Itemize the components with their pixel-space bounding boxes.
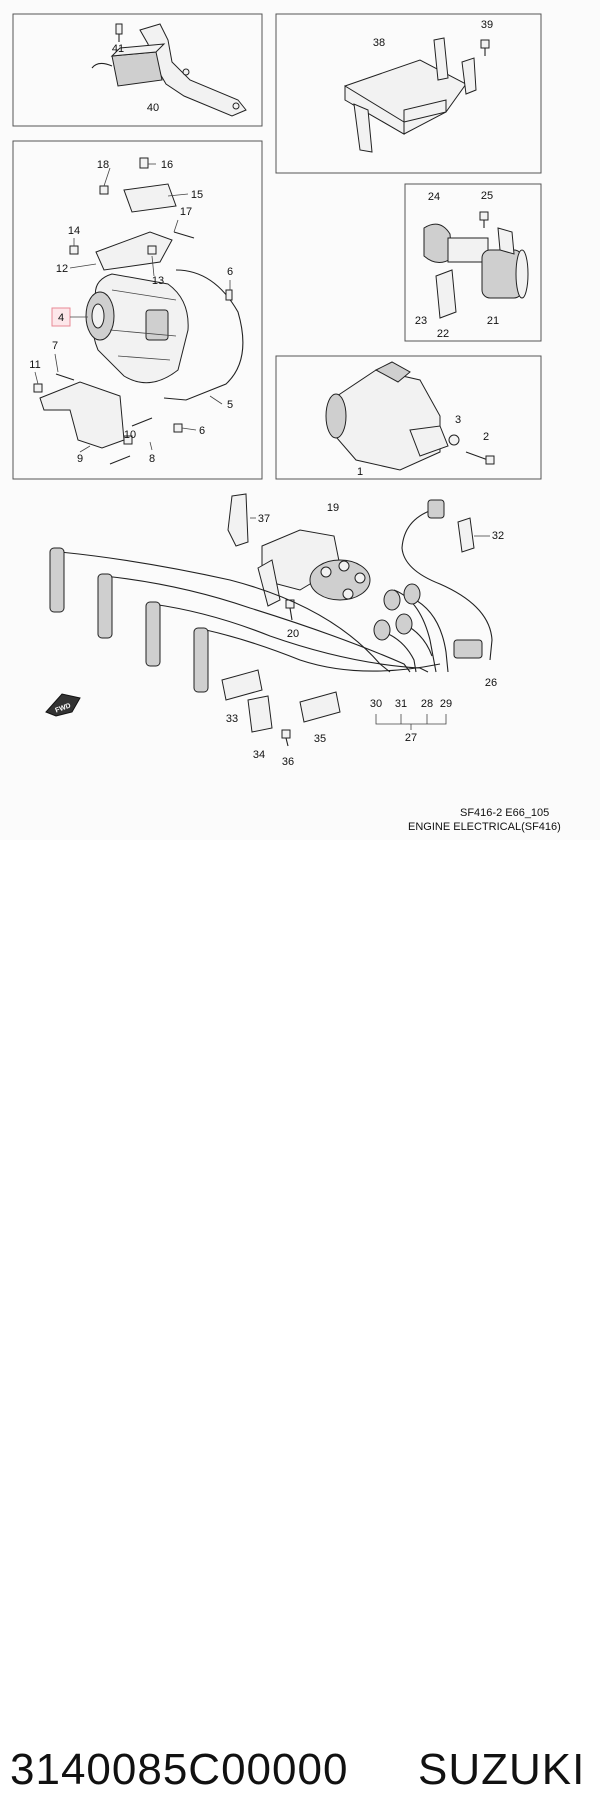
callout-4: 4 xyxy=(58,312,64,324)
panel-solenoid xyxy=(404,183,542,342)
callout-31: 31 xyxy=(395,698,407,710)
alternator-harness xyxy=(163,269,244,401)
callout-16: 16 xyxy=(161,159,173,171)
clamp-37 xyxy=(227,493,249,547)
callout-21: 21 xyxy=(487,315,499,327)
ecu-bolt xyxy=(480,39,490,56)
callout-6-top: 6 xyxy=(227,266,233,278)
callout-36: 36 xyxy=(282,756,294,768)
alternator-bolts xyxy=(33,157,233,465)
callout-13: 13 xyxy=(152,275,164,287)
callout-32: 32 xyxy=(492,530,504,542)
panel-alternator xyxy=(12,140,263,480)
callout-26: 26 xyxy=(485,677,497,689)
alternator-lower-bracket xyxy=(39,381,125,449)
callout-11: 11 xyxy=(29,359,40,371)
panel-ecu xyxy=(275,13,542,174)
callout-3: 3 xyxy=(455,414,461,426)
callout-15: 15 xyxy=(191,189,203,201)
distributor-bolt xyxy=(285,599,295,621)
callout-27: 27 xyxy=(405,732,417,744)
callout-25: 25 xyxy=(481,190,493,202)
distributor xyxy=(257,529,371,607)
coil-cable xyxy=(401,499,493,661)
callout-29: 29 xyxy=(440,698,452,710)
alternator-leader-lines xyxy=(34,163,231,453)
solenoid-screw xyxy=(479,211,489,228)
clip-32 xyxy=(457,517,475,553)
callout-40: 40 xyxy=(147,102,159,114)
callout-12: 12 xyxy=(56,263,68,275)
diagram-code: SF416-2 E66_105 xyxy=(460,807,549,819)
alternator-upper-bracket xyxy=(95,183,177,271)
callout-33: 33 xyxy=(226,713,238,725)
igniter-screw xyxy=(115,23,123,42)
callout-41: 41 xyxy=(112,43,124,55)
callout-34: 34 xyxy=(253,749,265,761)
callout-1: 1 xyxy=(357,466,363,478)
callout-39: 39 xyxy=(481,19,493,31)
diagram-title: ENGINE ELECTRICAL(SF416) xyxy=(408,821,561,833)
cable-holders xyxy=(221,669,341,747)
callout-38: 38 xyxy=(373,37,385,49)
igniter-bracket xyxy=(139,23,247,117)
callout-10: 10 xyxy=(124,429,136,441)
panel-igniter xyxy=(12,13,263,127)
fwd-arrow-icon: FWD xyxy=(45,693,81,717)
callout-37: 37 xyxy=(258,513,270,525)
starter-motor xyxy=(325,361,449,471)
callout-22: 22 xyxy=(437,328,449,340)
spark-plug-cables xyxy=(49,547,449,693)
callout-23: 23 xyxy=(415,315,427,327)
callout-30: 30 xyxy=(370,698,382,710)
callout-20: 20 xyxy=(287,628,299,640)
callout-2: 2 xyxy=(483,431,489,443)
callout-17: 17 xyxy=(180,206,192,218)
callout-5: 5 xyxy=(227,399,233,411)
callout-8: 8 xyxy=(149,453,155,465)
solenoid-assembly xyxy=(423,223,529,319)
callout-9: 9 xyxy=(77,453,83,465)
brand-name: SUZUKI xyxy=(418,1745,586,1794)
callout-18: 18 xyxy=(97,159,109,171)
alternator xyxy=(85,273,189,384)
parts-diagram: 41 40 38 39 xyxy=(0,0,600,840)
callout-6-bottom: 6 xyxy=(199,425,205,437)
footer: 3140085C00000 SUZUKI xyxy=(0,840,600,1794)
callout-7: 7 xyxy=(52,340,58,352)
callout-35: 35 xyxy=(314,733,326,745)
callout-24: 24 xyxy=(428,191,440,203)
callout-19: 19 xyxy=(327,502,339,514)
igniter-module xyxy=(91,43,166,87)
part-number: 3140085C00000 xyxy=(10,1745,349,1794)
starter-fasteners xyxy=(448,434,495,465)
ecu-bracket xyxy=(344,37,477,153)
panel-starter xyxy=(275,355,542,480)
callout-28: 28 xyxy=(421,698,433,710)
callout-27-bracket xyxy=(375,714,447,730)
callout-14: 14 xyxy=(68,225,80,237)
